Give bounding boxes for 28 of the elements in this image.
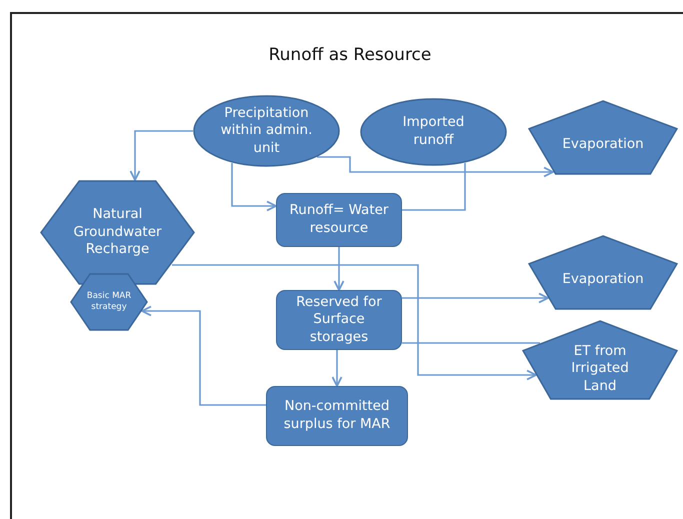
connector-arrow	[231, 163, 277, 212]
node-label: Non-committed surplus for MAR	[282, 398, 392, 434]
pentagon-node	[528, 100, 678, 175]
diagram-title: Runoff as Resource	[268, 45, 432, 65]
process-box	[276, 193, 402, 247]
pentagon-node	[528, 235, 678, 310]
node-label: Natural Groundwater Recharge	[72, 206, 163, 259]
ellipse-node	[360, 98, 507, 166]
node-label: Evaporation	[561, 134, 645, 154]
connector-arrow	[130, 130, 193, 181]
node-label: Precipitation within admin. unit	[220, 104, 314, 158]
connector-arrow	[402, 292, 549, 304]
connector-arrow	[141, 306, 266, 406]
connector-arrow	[334, 247, 344, 291]
hexagon-node	[70, 273, 148, 331]
connector-arrow	[172, 264, 537, 380]
node-label: Runoff= Water resource	[288, 202, 390, 238]
connector-arrow	[332, 350, 342, 387]
node-label: Evaporation	[561, 270, 645, 288]
node-label: Basic MAR strategy	[86, 290, 132, 314]
node-label: Imported runoff	[402, 114, 466, 150]
connector-arrow	[317, 156, 554, 178]
process-box	[276, 290, 402, 350]
ellipse-node	[193, 95, 340, 167]
node-label: Reserved for Surface storages	[295, 294, 383, 346]
process-box	[266, 386, 408, 446]
pentagon-node	[522, 320, 678, 400]
node-label: ET from Irrigated Land	[570, 342, 630, 396]
